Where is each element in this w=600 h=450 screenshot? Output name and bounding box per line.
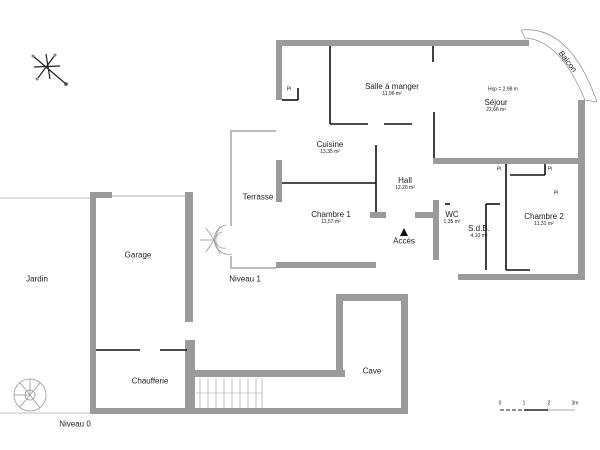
staircase-icon xyxy=(196,378,263,408)
room-sdb: S.d.B.4,10 m² xyxy=(468,223,490,239)
entrance-arrow-icon xyxy=(400,228,408,236)
compass-rose-icon xyxy=(31,53,68,86)
scale-tick-0: 0 xyxy=(498,400,502,407)
room-garage: Garage xyxy=(124,250,152,260)
scale-tick-2: 2 xyxy=(547,400,551,407)
spiral-staircase-icon xyxy=(200,224,233,255)
closet-label: Pl xyxy=(547,166,553,173)
entrance-label: Accès xyxy=(393,236,415,246)
closet-label: Pl xyxy=(496,166,502,173)
room-jardin: Jardin xyxy=(26,274,48,284)
upper-partitions xyxy=(282,46,546,271)
room-terrasse: Terrasse xyxy=(242,192,274,202)
spiral-staircase-icon xyxy=(13,378,47,412)
scale-tick-1: 1 xyxy=(522,400,526,407)
room-chaufferie: Chaufferie xyxy=(131,376,169,386)
level-label-0: Niveau 0 xyxy=(59,419,91,429)
closet-label: Pl xyxy=(286,86,292,93)
balcony xyxy=(520,29,598,103)
upper-level-walls xyxy=(276,40,585,280)
closet-label: Pl xyxy=(553,190,559,197)
scale-tick-3: 3m xyxy=(571,400,579,407)
level-label-1: Niveau 1 xyxy=(229,274,261,284)
ceiling-height-note: Hsp = 2,98 m xyxy=(488,86,518,93)
terrasse-outline xyxy=(230,130,276,269)
lower-level-walls xyxy=(90,192,408,414)
room-cave: Cave xyxy=(362,366,382,376)
